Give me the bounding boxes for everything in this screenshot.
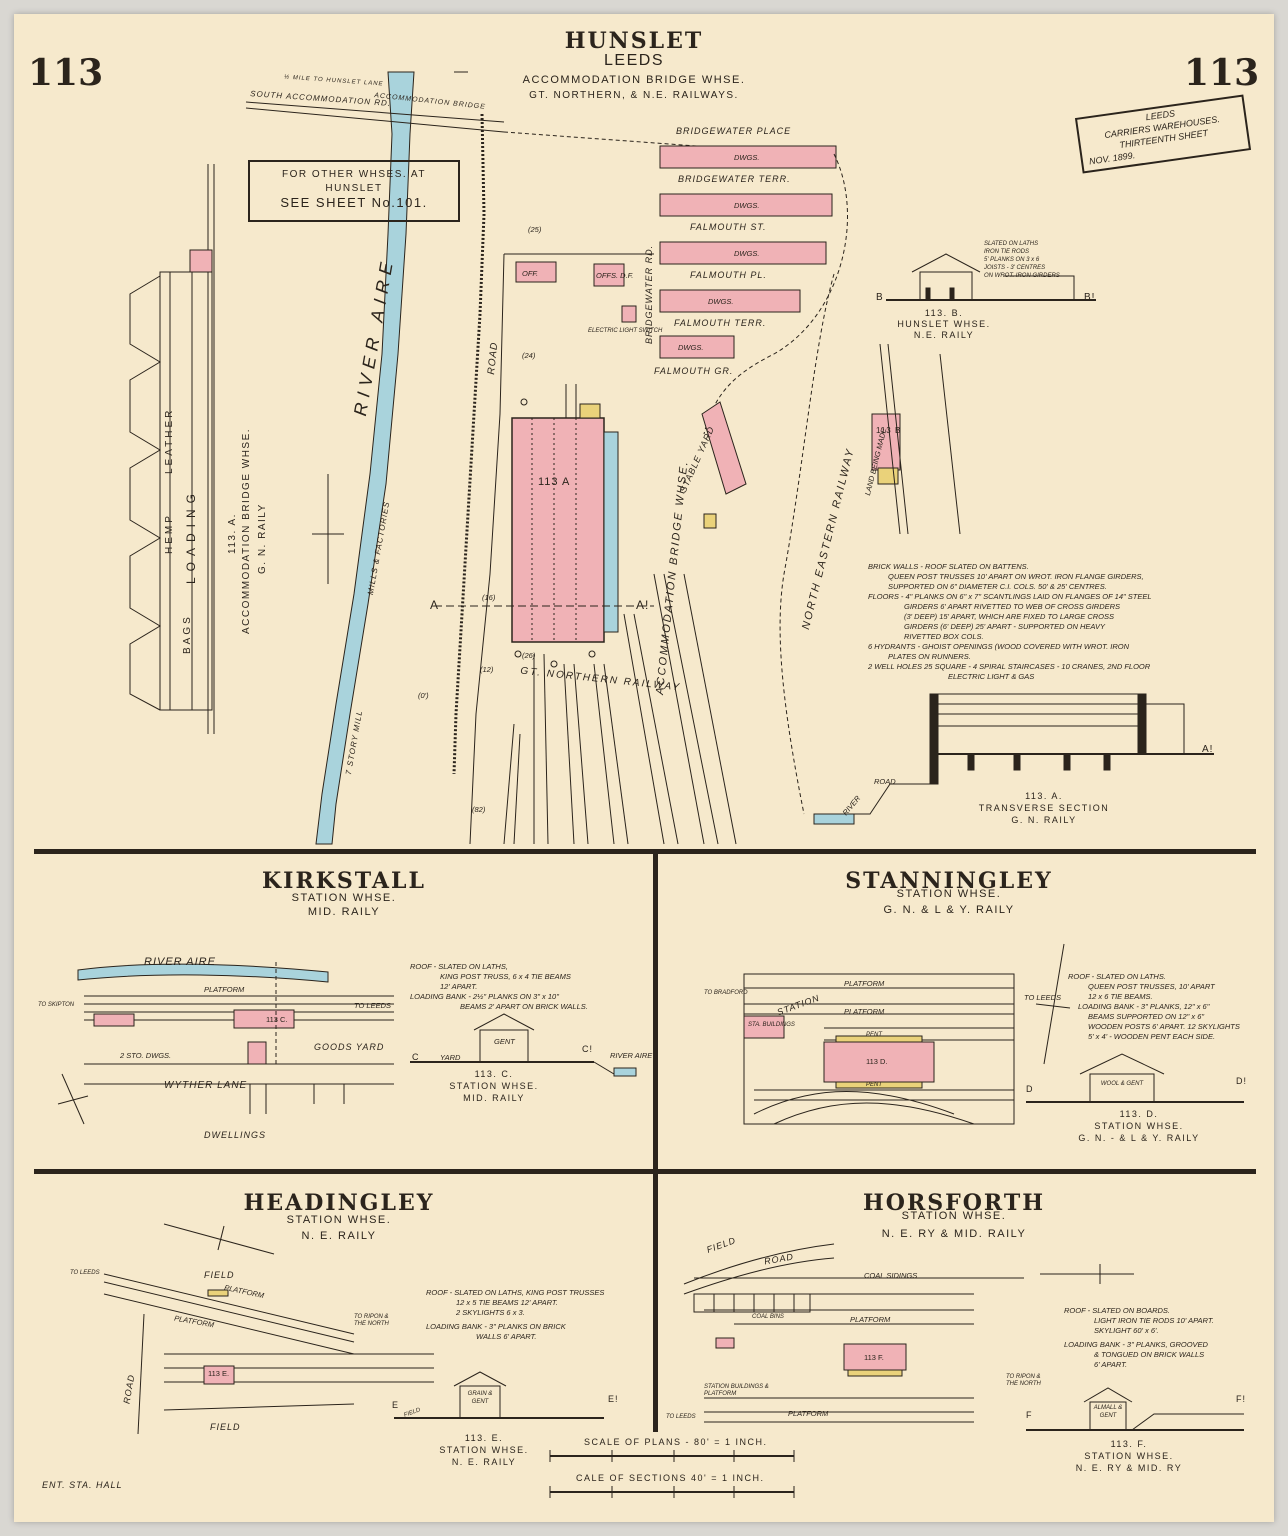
warehouse-113a-bank: [603, 431, 619, 633]
dwgs-block-3: [659, 241, 827, 265]
stanningley-tracks: [743, 973, 1015, 1125]
main-title: HUNSLET: [564, 28, 704, 54]
main-line2: GT. NORTHERN, & N.E. RAILWAYS.: [529, 90, 739, 101]
scale-sections: CALE OF SECTIONS 40' = 1 INCH.: [576, 1473, 765, 1483]
section-113d: [1026, 1053, 1244, 1103]
label-113a: 113 A: [538, 476, 571, 488]
stanningley-compass: [1035, 943, 1071, 1065]
building-113e: [203, 1365, 235, 1385]
building-113d: [823, 1041, 935, 1083]
headingley-notes: ROOF - SLATED ON LATHS, KING POST TRUSSE…: [426, 1288, 605, 1341]
dwgs-4: DWGS.: [708, 297, 734, 306]
road-west: [469, 253, 505, 845]
dwgs-block-4: [659, 289, 801, 313]
elev-loading: LOADING: [184, 487, 198, 584]
dwgs-2: DWGS.: [734, 201, 760, 210]
kirkstall-title: KIRKSTALL: [262, 868, 426, 894]
stanningley-notes: ROOF - SLATED ON LATHS. QUEEN POST TRUSS…: [1068, 972, 1240, 1041]
south-accommodation-road: [245, 101, 505, 123]
kirkstall-notes: ROOF - SLATED ON LATHS, KING POST TRUSS,…: [410, 962, 588, 1011]
headingley-tracks: [103, 1273, 434, 1435]
dwgs-3: DWGS.: [734, 249, 760, 258]
river-bank: [452, 113, 486, 775]
transverse-caption: 113. A. TRANSVERSE SECTION G. N. RAILY: [978, 791, 1110, 825]
street-1: BRIDGEWATER PLACE: [676, 126, 792, 136]
river-aire: [315, 71, 415, 845]
building-113f: [843, 1343, 907, 1371]
divider-horizontal-2: [34, 1169, 1256, 1174]
section-b-notes: SLATED ON LATHS IRON TIE RODS 5' PLANKS …: [984, 241, 1060, 279]
coal-bins: [693, 1293, 811, 1313]
scale-plans: SCALE OF PLANS - 80' = 1 INCH.: [584, 1437, 768, 1447]
label-elec: ELECTRIC LIGHT SWITCH: [588, 328, 663, 334]
headingley-title: HEADINGLEY: [243, 1190, 435, 1216]
kirkstall-compass: [57, 1073, 89, 1125]
main-notes: BRICK WALLS - ROOF SLATED ON BATTENS. QU…: [868, 562, 1152, 681]
sheet-number-right: 113: [1184, 52, 1260, 94]
scale-bars: [549, 1450, 795, 1498]
transverse-section-113a: [814, 693, 1214, 815]
building-113c: [233, 1009, 295, 1029]
dwgs-block-1: [659, 145, 837, 169]
section-113e: [394, 1371, 604, 1419]
warehouse-113a: [511, 417, 605, 643]
section-113b: [886, 253, 1096, 301]
elev-leather: LEATHER: [164, 407, 175, 474]
elev-hemp: HEMP: [164, 513, 175, 554]
stanningley-caption: 113. D. STATION WHSE. G. N. - & L & Y. R…: [1078, 1109, 1200, 1143]
divider-vertical: [653, 852, 658, 1432]
section-113c: [410, 1013, 634, 1075]
main-line1: ACCOMMODATION BRIDGE WHSE.: [522, 74, 746, 86]
elev-caption-2: ACCOMMODATION BRIDGE WHSE.: [241, 427, 252, 634]
street-6: FALMOUTH GR.: [654, 366, 734, 376]
elev-caption-1: 113. A.: [227, 513, 238, 554]
stanningley-title: STANNINGLEY: [845, 868, 1053, 894]
street-2: BRIDGEWATER TERR.: [678, 174, 791, 184]
dwgs-block-2: [659, 193, 833, 217]
dwgs-5: DWGS.: [678, 343, 704, 352]
elev-caption-3: G. N. RAILY: [257, 503, 268, 574]
ent-sta-hall: ENT. STA. HALL: [42, 1480, 123, 1490]
compass-main: [312, 474, 344, 584]
dwgs-block-5: [659, 335, 735, 359]
map-sheet: 113 113 HUNSLET LEEDS ACCOMMODATION BRID…: [14, 14, 1274, 1522]
other-whses-box: FOR OTHER WHSES. AT HUNSLET SEE SHEET No…: [248, 160, 460, 222]
horsforth-notes: ROOF - SLATED ON BOARDS. LIGHT IRON TIE …: [1064, 1306, 1214, 1369]
section-b-caption: 113. B. HUNSLET WHSE. N.E. RAILY: [897, 308, 991, 340]
label-off: OFF.: [522, 269, 539, 278]
gn-railway-tracks: [503, 384, 737, 845]
street-4: FALMOUTH PL.: [690, 270, 767, 280]
main-subtitle: LEEDS: [604, 52, 664, 69]
kirkstall-tracks: [84, 995, 394, 1114]
map-drawing: [34, 71, 1256, 1498]
street-5: FALMOUTH TERR.: [674, 318, 767, 328]
label-113b: 113 B: [876, 426, 902, 435]
horsforth-compass: [1040, 1264, 1134, 1284]
headingley-compass: [163, 1223, 275, 1255]
elevation-113a: [129, 164, 215, 734]
horsforth-caption: 113. F. STATION WHSE. N. E. RY & MID. RY: [1075, 1439, 1183, 1473]
horsforth-title: HORSFORTH: [863, 1190, 1045, 1216]
divider-horizontal-1: [34, 849, 1256, 854]
section-113f: [1026, 1387, 1244, 1431]
label-offs: OFFS. D.F.: [596, 271, 634, 280]
kirkstall-river: [77, 963, 329, 983]
street-3: FALMOUTH ST.: [690, 222, 767, 232]
headingley-caption: 113. E. STATION WHSE. N. E. RAILY: [439, 1433, 529, 1467]
dwgs-1: DWGS.: [734, 153, 760, 162]
kirkstall-caption: 113. C. STATION WHSE. MID. RAILY: [449, 1069, 539, 1103]
sheet-number-left: 113: [28, 52, 104, 94]
elev-bags: BAGS: [182, 614, 193, 654]
